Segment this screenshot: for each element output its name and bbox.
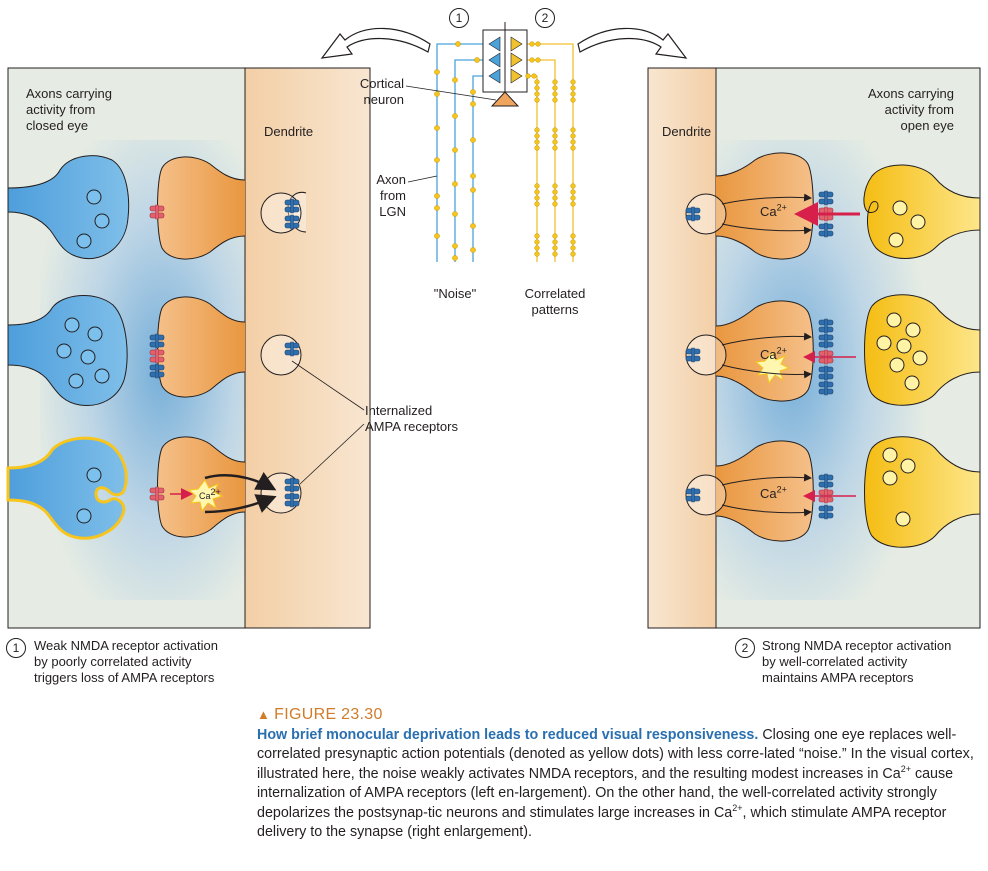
monocular-deprivation-diagram <box>6 22 981 629</box>
internalization-arrow <box>204 494 277 514</box>
delivery-arrow <box>721 364 812 379</box>
figure-body-2: cause internalization of AMPA receptors … <box>257 765 954 821</box>
triangle-icon: ▲ <box>257 707 271 722</box>
internalized-leader <box>291 360 365 411</box>
lgn-axon-schematic <box>320 22 688 262</box>
marker-1-top: 1 <box>449 8 469 28</box>
calcium-label-right: Ca2+ <box>760 345 787 362</box>
correlated-spikes <box>525 41 576 257</box>
noise-spikes <box>434 41 480 261</box>
left-dendrite <box>244 67 371 629</box>
right-swoosh-arrow <box>577 27 688 59</box>
figure-caption: ▲FIGURE 23.30 How brief monocular depriv… <box>257 705 977 843</box>
delivery-arrow <box>721 193 812 205</box>
marker-1-caption: 1 <box>6 638 26 658</box>
left-dendrite-label: Dendrite <box>264 124 314 139</box>
synaptic-vesicles <box>56 189 110 524</box>
figure-sup-2: 2+ <box>732 802 743 813</box>
synaptic-vesicles <box>876 200 928 527</box>
left-enlargement-panel <box>6 67 371 629</box>
figure-sup-1: 2+ <box>900 763 911 774</box>
right-dendrite <box>647 67 717 629</box>
delivery-arrow <box>721 473 812 486</box>
calcium-label-left: Ca2+ <box>199 487 221 502</box>
right-enlargement-panel <box>647 67 981 629</box>
marker-2-top: 2 <box>535 8 555 28</box>
figure-label: ▲FIGURE 23.30 <box>257 706 383 723</box>
noise-label: "Noise" <box>433 286 477 301</box>
cortical-neuron-soma <box>490 91 520 107</box>
blue-terminal <box>7 155 130 260</box>
recycling-endosome <box>685 193 727 516</box>
internalization-arrow <box>204 472 277 491</box>
delivery-arrow <box>721 332 812 346</box>
figure-lead: How brief monocular deprivation leads to… <box>257 726 759 743</box>
internalized-leader <box>299 423 365 485</box>
calcium-label-right: Ca2+ <box>760 202 787 219</box>
calcium-burst <box>754 351 791 385</box>
blue-terminal <box>6 436 128 540</box>
yellow-terminal <box>864 436 981 548</box>
calcium-label-right: Ca2+ <box>760 484 787 501</box>
right-dendrite-label: Dendrite <box>662 124 712 139</box>
figure-body-1: Closing one eye replaces well-correlated… <box>257 726 974 782</box>
delivery-arrow <box>721 504 812 517</box>
left-swoosh-arrow <box>320 27 431 59</box>
figure-body-3: , which stimulate AMPA receptor delivery… <box>257 804 947 841</box>
marker-2-caption: 2 <box>735 638 755 658</box>
delivery-arrow <box>721 223 812 235</box>
